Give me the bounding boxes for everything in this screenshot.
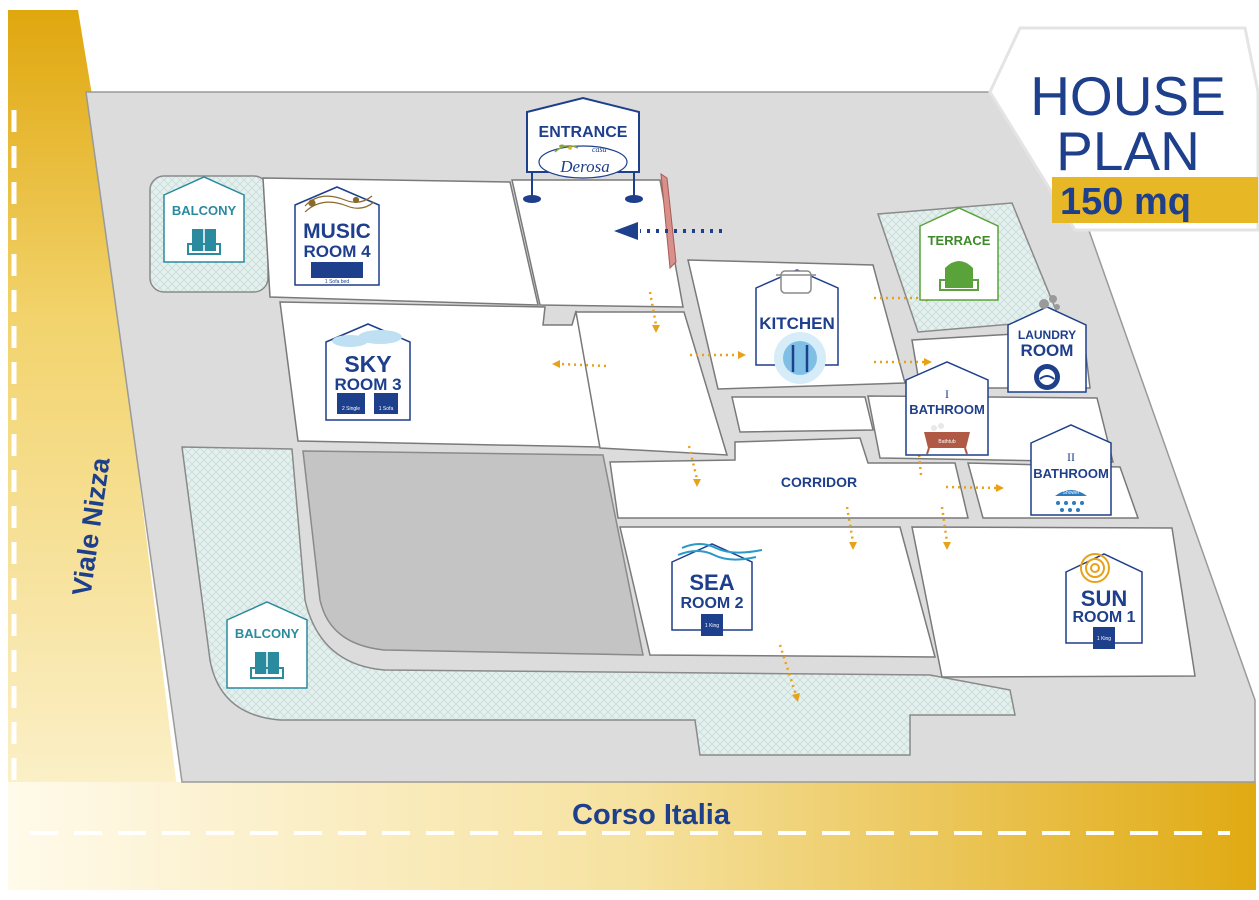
sign-laundry: LAUNDRY ROOM [1007, 295, 1087, 393]
wave-icon [677, 543, 763, 561]
room-storage [731, 396, 874, 433]
shower-icon [1055, 490, 1087, 512]
sun-icon [1080, 553, 1110, 583]
entrance-door[interactable] [660, 173, 677, 270]
street-viale-nizza [8, 10, 176, 890]
room-corridor [609, 437, 969, 519]
room-sea [619, 526, 936, 658]
bath1-numeral: I [945, 387, 949, 401]
sun-room-line2: ROOM 1 [1072, 609, 1135, 626]
courtyard [302, 450, 644, 656]
sea-room-line1: SEA [689, 570, 734, 595]
area-badge [1052, 177, 1258, 223]
street-label-corso-italia: Corso Italia [572, 799, 731, 831]
bubbles-decoration [1039, 295, 1060, 310]
sky-room-bed-b: 1 Sofa [379, 406, 394, 412]
sofa-icon [311, 262, 363, 278]
sign-terrace: TERRACE [919, 207, 999, 301]
sea-room-line2: ROOM 2 [680, 595, 743, 612]
terrace-label: TERRACE [928, 233, 991, 248]
entrance-arrow [614, 222, 722, 240]
corridor-label: CORRIDOR [781, 474, 857, 490]
sky-room-line2: ROOM 3 [334, 375, 401, 394]
bath2-numeral: II [1067, 450, 1075, 464]
music-notes-icon [304, 195, 375, 213]
bed-icon [1093, 627, 1115, 649]
garden-area [181, 446, 1016, 756]
music-room-line2: ROOM 4 [303, 242, 371, 261]
entrance-brand: Derosa [559, 157, 609, 176]
bed-icon [337, 393, 398, 414]
sign-kitchen: KITCHEN [755, 269, 839, 384]
balcony-door-icon [250, 652, 284, 679]
sign-bathroom-1: I BATHROOM Bathtub [905, 361, 989, 456]
sky-room-bed-a: 2 Single [342, 406, 360, 412]
music-room-bed: 1 Sofa bed [325, 279, 349, 285]
entrance-brand-small: casa [592, 145, 607, 154]
pot-icon [776, 270, 816, 294]
balcony-top-label: BALCONY [172, 203, 237, 218]
balcony-bottom-label: BALCONY [235, 626, 300, 641]
bed-icon [701, 614, 723, 636]
cutlery-icon [774, 332, 826, 384]
terrace-door-icon [939, 261, 979, 291]
room-sun [911, 526, 1196, 678]
balcony-door-icon [187, 229, 221, 255]
sign-balcony-bottom: BALCONY [226, 601, 308, 689]
olive-branch-icon [554, 144, 579, 153]
bath2-label: BATHROOM [1033, 466, 1109, 481]
entrance-label: ENTRANCE [539, 124, 628, 141]
washing-machine-icon [1034, 364, 1060, 390]
title-house: HOUSE [1030, 65, 1226, 127]
title-area: 150 mq [1060, 181, 1191, 223]
sign-music-room: MUSIC ROOM 4 1 Sofa bed [294, 186, 380, 286]
bathtub-icon [924, 423, 970, 455]
sea-room-bed: 1 King [705, 623, 719, 629]
room-hallway-center [575, 311, 729, 456]
sign-bathroom-2: II BATHROOM Shower [1030, 424, 1112, 516]
sun-room-line1: SUN [1081, 586, 1127, 611]
sun-room-bed: 1 King [1097, 636, 1111, 642]
bath1-label: BATHROOM [909, 402, 985, 417]
bath2-fixture: Shower [1063, 490, 1080, 496]
sky-room-line1: SKY [344, 351, 391, 377]
laundry-line2: ROOM [1021, 341, 1074, 360]
kitchen-label: KITCHEN [759, 314, 835, 333]
sign-sea-room: SEA ROOM 2 1 King [671, 543, 763, 636]
street-corso-italia [8, 782, 1256, 890]
room-entrance-hall [511, 179, 684, 308]
title-plan: PLAN [1056, 120, 1200, 182]
bath1-fixture: Bathtub [938, 439, 955, 445]
sign-sky-room: SKY ROOM 3 2 Single 1 Sofa [325, 323, 411, 421]
cloud-icon [332, 330, 402, 347]
entrance-sign: ENTRANCE casa Derosa [523, 96, 643, 203]
laundry-line1: LAUNDRY [1018, 328, 1076, 342]
title-block: HOUSE PLAN 150 mq [988, 26, 1259, 232]
music-room-line1: MUSIC [303, 220, 371, 243]
sign-balcony-top: BALCONY [163, 176, 245, 263]
sign-sun-room: SUN ROOM 1 1 King [1065, 553, 1143, 649]
